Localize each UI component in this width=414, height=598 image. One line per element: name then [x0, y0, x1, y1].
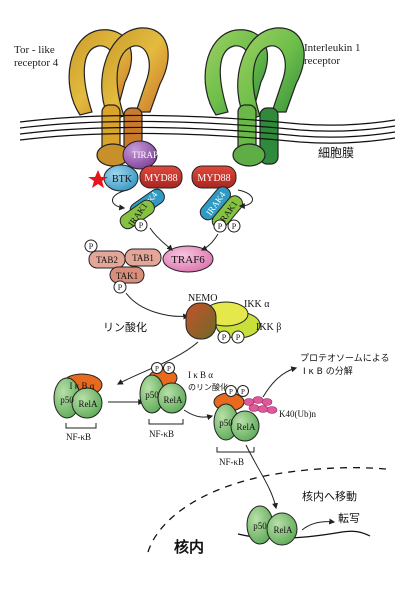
rela-label-2: RelA — [164, 395, 183, 405]
nfkb-bracket-1 — [65, 423, 97, 429]
phospho-ikk-1: P — [217, 330, 231, 344]
proteasome-label-line2: I κ B の分解 — [303, 365, 353, 377]
il1r-receptor — [204, 27, 305, 167]
phospho-ikb-3b: P — [237, 385, 249, 397]
svg-text:P: P — [229, 388, 233, 396]
tirap-label: TIRAP — [132, 150, 158, 160]
rela-label-4: RelA — [274, 525, 293, 535]
nfkb-label-1: NF-κB — [66, 432, 91, 442]
ikb-phospho-label-line1: I κ B α — [188, 370, 213, 380]
phospho-ikk-2: P — [231, 330, 245, 344]
svg-text:P: P — [236, 333, 241, 342]
rela-label-1: RelA — [79, 399, 98, 409]
nfkb-complex-1 — [53, 373, 103, 419]
arrow-to-nucleus — [245, 444, 278, 510]
arrow-nfkb-2-to-3 — [183, 409, 214, 421]
phospho-ikb-3a: P — [225, 385, 237, 397]
arrow-irak-to-traf6-left — [149, 227, 173, 251]
tab1-protein — [124, 248, 162, 267]
k48-label: K40(Ub)n — [279, 409, 316, 419]
traf6-label: TRAF6 — [171, 254, 205, 266]
p50-label-1: p50 — [60, 395, 74, 405]
svg-text:P: P — [139, 221, 144, 230]
nfkb-bracket-3 — [216, 447, 255, 453]
arrow-to-proteasome — [262, 366, 298, 398]
nfkb-label-3: NF-κB — [219, 457, 244, 467]
irak-right-cycle-arrow — [237, 189, 253, 209]
tak1-protein — [109, 266, 145, 284]
nfkb-complex-3 — [213, 392, 260, 442]
tab2-label: TAB2 — [96, 255, 118, 265]
transcription-label: 転写 — [338, 512, 360, 525]
nemo-label: NEMO — [188, 293, 217, 304]
svg-text:P: P — [118, 283, 123, 292]
p50-label-3: p50 — [219, 418, 233, 428]
phospho-irak-right1: P — [213, 219, 227, 233]
myd88-right-label: MYD88 — [197, 173, 230, 184]
svg-text:P: P — [218, 222, 223, 231]
svg-text:P: P — [89, 242, 94, 251]
myd88-right-protein — [191, 165, 237, 189]
svg-text:P: P — [241, 388, 245, 396]
phospho-ikb-1: P — [151, 362, 163, 374]
tlr4-label-line1: Tor - like — [14, 44, 55, 56]
arrow-irak-to-traf6-right — [200, 233, 219, 251]
il1r-label-line1: Interleukin 1 — [304, 42, 361, 54]
p50-label-4: p50 — [253, 521, 267, 531]
membrane-label: 細胞膜 — [318, 146, 354, 160]
ikb-label-1: I κ B α — [69, 381, 94, 391]
phosphorylation-label: リン酸化 — [103, 320, 147, 334]
myd88-left-label: MYD88 — [144, 173, 177, 184]
cell-membrane — [19, 114, 396, 144]
svg-text:P: P — [222, 333, 227, 342]
svg-text:P: P — [232, 222, 237, 231]
p50-label-2: p50 — [145, 390, 159, 400]
phospho-irak-right2: P — [227, 219, 241, 233]
tlr4-label-line2: receptor 4 — [14, 57, 59, 69]
il1r-label-line2: receptor — [304, 55, 340, 67]
arrow-transcription — [301, 518, 336, 531]
tirap-protein — [122, 140, 158, 170]
ikk-beta-label: IKK β — [256, 322, 281, 333]
nfkb-bracket-2 — [148, 419, 184, 425]
arrow-tak1-to-ikk — [125, 292, 190, 320]
traf6-protein — [162, 245, 214, 273]
ikk-alpha-label: IKK α — [244, 299, 270, 310]
nucleus-label: 核内 — [174, 538, 204, 556]
phospho-irak-left: P — [134, 218, 148, 232]
nemo-protein — [185, 302, 217, 340]
svg-text:P: P — [167, 365, 171, 373]
tlr4-receptor — [68, 27, 169, 167]
btk-mutation-star — [88, 170, 108, 188]
ubiquitin-chain — [243, 396, 278, 414]
myd88-left-protein — [139, 165, 183, 189]
svg-text:P: P — [155, 365, 159, 373]
ikb-phospho-label-line2: のリン酸化 — [188, 382, 228, 392]
nfkb-nuclear — [246, 505, 298, 546]
irak-left-cycle-arrow — [112, 189, 129, 211]
nfkb-label-2: NF-κB — [149, 429, 174, 439]
proteasome-label-line1: プロテオソームによる — [300, 353, 389, 364]
btk-label: BTK — [112, 174, 133, 185]
nuclear-membrane — [147, 467, 387, 553]
tak1-label: TAK1 — [116, 271, 138, 281]
phospho-tab-top: P — [84, 239, 98, 253]
rela-label-3: RelA — [237, 422, 256, 432]
translocation-label: 核内へ移動 — [302, 489, 357, 503]
phospho-ikb-2: P — [163, 362, 175, 374]
tab1-label: TAB1 — [132, 253, 154, 263]
phospho-tak1: P — [113, 280, 127, 294]
